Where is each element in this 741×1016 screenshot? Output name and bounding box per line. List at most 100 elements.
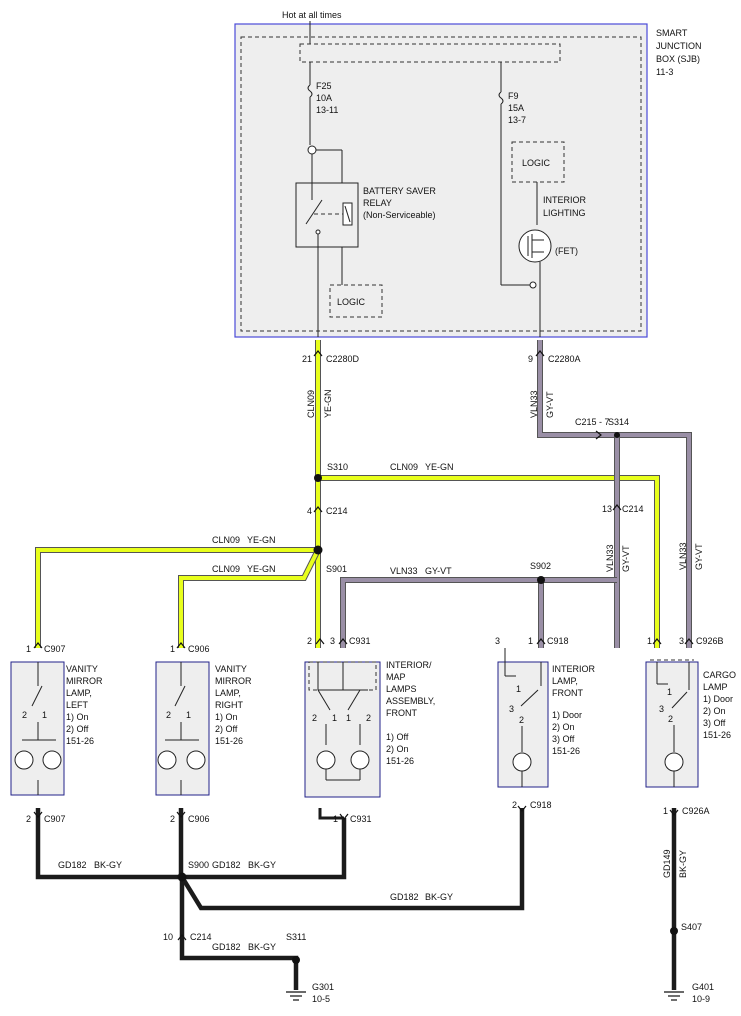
f9-rating: 15A xyxy=(508,103,524,113)
c918-bot-label: C918 xyxy=(530,800,552,810)
fet-label: (FET) xyxy=(555,246,578,256)
hot-bus xyxy=(299,43,561,63)
interior-front-6: 3) Off xyxy=(552,734,575,744)
c214-label-b: C214 xyxy=(622,504,644,514)
interior-front-5: 2) On xyxy=(552,722,575,732)
wire-gyvt-horiz: GY-VT xyxy=(425,566,452,576)
wire-gyvt-vert-c: GY-VT xyxy=(694,543,704,570)
c907-bot-pin: 2 xyxy=(26,814,31,824)
s902-label: S902 xyxy=(530,561,551,571)
c2280a-label: C2280A xyxy=(548,354,581,364)
wire-vln33-vert-a: VLN33 xyxy=(529,390,539,418)
cargo-4: 2) On xyxy=(703,706,726,716)
vanity-mirror-right-box xyxy=(155,661,210,796)
switch-left-pin1: 1 xyxy=(42,710,47,720)
wire-vln33-gy-vt xyxy=(340,340,692,648)
map-lamps-4: ASSEMBLY, xyxy=(386,696,435,706)
wire-bkgy-d: BK-GY xyxy=(248,942,276,952)
c918-bot-pin: 2 xyxy=(512,800,517,810)
interior-front-3: FRONT xyxy=(552,688,583,698)
cargo-5: 3) Off xyxy=(703,718,726,728)
ground-g401-icon xyxy=(664,991,684,1001)
switch-map-pin1a: 1 xyxy=(332,713,337,723)
sjb-title-2: JUNCTION xyxy=(656,41,702,51)
c214-pin-c: 10 xyxy=(163,932,173,942)
c918-pin1: 1 xyxy=(528,636,533,646)
splice-s407 xyxy=(670,927,678,935)
switch-map-a-icon xyxy=(317,689,331,711)
wire-yegn-horiz-a: YE-GN xyxy=(425,462,454,472)
wire-gd182-bk-gy xyxy=(35,808,525,990)
wire-cln09-horiz-c: CLN09 xyxy=(212,564,240,574)
c931-bot-pin: 1 xyxy=(333,814,338,824)
c2280d-label: C2280D xyxy=(326,354,360,364)
switch-map-pin2a: 2 xyxy=(312,713,317,723)
c214-pin-a: 4 xyxy=(307,506,312,516)
g401-ref: 10-9 xyxy=(692,994,710,1004)
c906-top-label: C906 xyxy=(188,644,210,654)
g301-ref: 10-5 xyxy=(312,994,330,1004)
switch-cargo-pin1: 1 xyxy=(667,687,672,697)
c931-pin2: 2 xyxy=(307,636,312,646)
lamp-right-b-icon xyxy=(186,750,206,770)
switch-front-pin3: 3 xyxy=(509,704,514,714)
c214-label-a: C214 xyxy=(326,506,348,516)
c926b-label: C926B xyxy=(696,636,724,646)
map-lamps-1: INTERIOR/ xyxy=(386,660,432,670)
sjb-box xyxy=(234,23,648,338)
g401-label: G401 xyxy=(692,982,714,992)
interior-lighting-1: INTERIOR xyxy=(543,195,587,205)
wire-bkgy-vert: BK-GY xyxy=(678,850,688,878)
c906-bot-pin: 2 xyxy=(170,814,175,824)
wire-bkgy-c: BK-GY xyxy=(425,892,453,902)
bus-map-lamps-bk xyxy=(318,808,344,820)
s900-label: S900 xyxy=(188,860,209,870)
f25-rating: 10A xyxy=(316,93,332,103)
map-lamps-2: MAP xyxy=(386,672,406,682)
wire-gd182-c: GD182 xyxy=(390,892,419,902)
vanity-left-5: 1) On xyxy=(66,712,89,722)
wire-yegn-vert-a: YE-GN xyxy=(323,389,333,418)
vanity-left-2: MIRROR xyxy=(66,676,103,686)
lamp-left-a-icon xyxy=(14,750,34,770)
c2280d-pin: 21 xyxy=(302,354,312,364)
wire-vln33-vert-c: VLN33 xyxy=(678,542,688,570)
c926a-label: C926A xyxy=(682,806,710,816)
vanity-right-2: MIRROR xyxy=(215,676,252,686)
interior-front-2: LAMP, xyxy=(552,676,578,686)
vanity-right-1: VANITY xyxy=(215,664,247,674)
ground-g301-icon xyxy=(286,991,306,1001)
wire-yegn-horiz-c: YE-GN xyxy=(247,564,276,574)
hot-label: Hot at all times xyxy=(282,10,342,20)
fuse-f25-icon xyxy=(307,84,313,98)
wire-vln33-horiz: VLN33 xyxy=(390,566,418,576)
switch-right-pin1: 1 xyxy=(186,710,191,720)
relay-logic-label: LOGIC xyxy=(337,297,366,307)
connector-chevrons xyxy=(33,350,694,941)
c215-label: C215 - 7 xyxy=(575,417,610,427)
wire-gd149-vert: GD149 xyxy=(662,849,672,878)
c931-bot-label: C931 xyxy=(350,814,372,824)
c906-bot-label: C906 xyxy=(188,814,210,824)
c926a-pin: 1 xyxy=(663,806,668,816)
vanity-left-3: LAMP, xyxy=(66,688,92,698)
wire-cln09-horiz-b: CLN09 xyxy=(212,535,240,545)
wire-vln33-vert-b: VLN33 xyxy=(605,544,615,572)
splice-s310 xyxy=(314,474,322,482)
interior-front-1: INTERIOR xyxy=(552,664,596,674)
c931-pin3: 3 xyxy=(330,636,335,646)
switch-right-icon xyxy=(174,685,186,707)
c907-top-pin: 1 xyxy=(26,644,31,654)
c918-top-label: C918 xyxy=(547,636,569,646)
c931-top-label: C931 xyxy=(349,636,371,646)
switch-front-pin1: 1 xyxy=(516,684,521,694)
f9-name: F9 xyxy=(508,91,519,101)
switch-left-icon xyxy=(31,685,43,707)
vanity-right-3: LAMP, xyxy=(215,688,241,698)
wire-yegn-horiz-b: YE-GN xyxy=(247,535,276,545)
wire-gd182-b: GD182 xyxy=(212,860,241,870)
map-lamps-6: 1) Off xyxy=(386,732,409,742)
cargo-1: CARGO xyxy=(703,670,736,680)
wire-bkgy-a: BK-GY xyxy=(94,860,122,870)
